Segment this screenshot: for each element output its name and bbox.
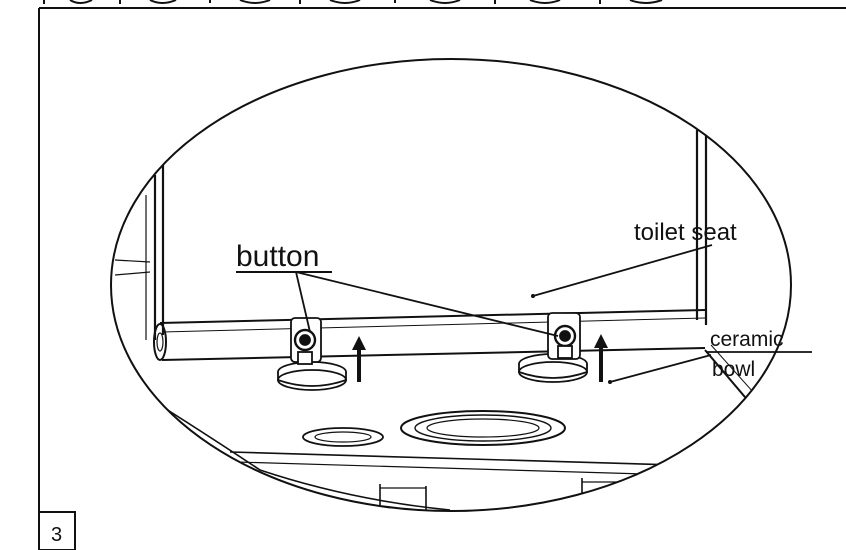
toilet-seat-label: toilet seat [634,219,737,246]
right-hinge [518,312,588,383]
caption-cut-off [43,0,663,4]
magnified-view [110,58,812,512]
step-number: 3 [51,524,62,546]
bowl-label: bowl [712,358,755,381]
ceramic-label: ceramic [710,328,784,351]
button-label: button [236,240,319,273]
left-hinge [277,317,347,391]
leader-lines [295,244,812,383]
step-frame [38,7,846,550]
up-arrow-icon [352,336,366,382]
seat-pointer-dot [531,294,535,298]
lens-outline [110,58,792,512]
bowl-pointer-dot [608,380,612,384]
up-arrow-icon [594,334,608,382]
